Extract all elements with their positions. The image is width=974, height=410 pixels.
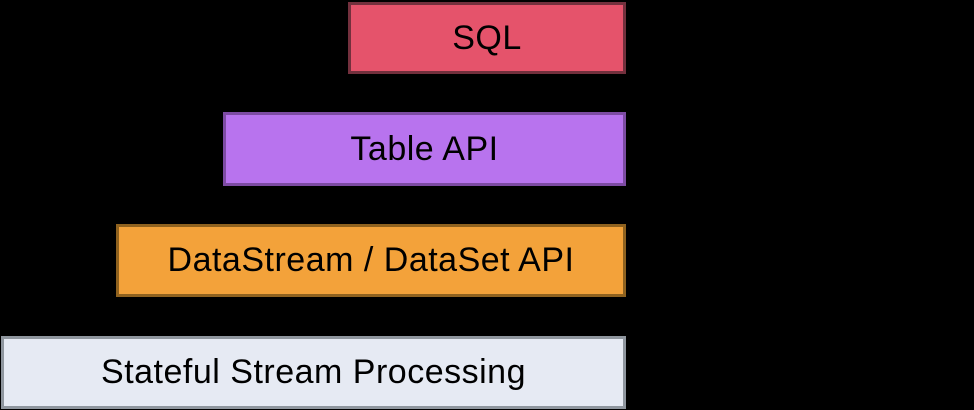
layer-box-stateful-stream-processing: Stateful Stream Processing (1, 336, 626, 409)
layer-box-sql: SQL (348, 2, 626, 74)
layer-label-table-api: Table API (350, 129, 499, 168)
layer-label-datastream-dataset-api: DataStream / DataSet API (167, 241, 575, 279)
layer-box-table-api: Table API (223, 112, 626, 186)
layer-label-sql: SQL (452, 18, 522, 57)
layer-label-stateful-stream-processing: Stateful Stream Processing (101, 353, 526, 391)
layer-box-datastream-dataset-api: DataStream / DataSet API (116, 224, 626, 297)
